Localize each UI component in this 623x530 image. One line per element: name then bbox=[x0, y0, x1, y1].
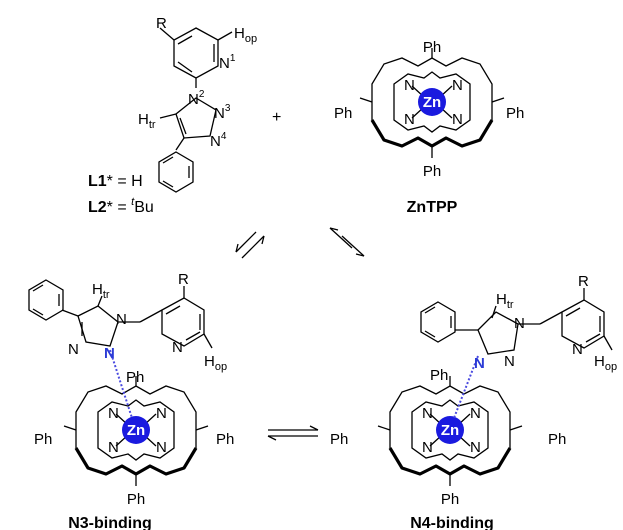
ligand-n2-label: N2 bbox=[188, 89, 205, 108]
ph-label-right-n4: Ph bbox=[548, 431, 566, 448]
n-label: N bbox=[470, 405, 481, 422]
zn-atom-zntpp bbox=[418, 88, 446, 116]
ligand-n1-label: N1 bbox=[219, 53, 236, 72]
triazole-n-label: N bbox=[116, 311, 127, 328]
zn-atom-n4 bbox=[436, 416, 464, 444]
n-label: N bbox=[156, 405, 167, 422]
n-label: N bbox=[404, 77, 415, 94]
n3-complex-structure bbox=[28, 279, 213, 488]
ph-label-right-n3: Ph bbox=[216, 431, 234, 448]
n-label: N bbox=[404, 111, 415, 128]
zn-atom-n3 bbox=[122, 416, 150, 444]
n4-complex-structure bbox=[376, 288, 613, 488]
ph-label-right: Ph bbox=[506, 105, 524, 122]
zntpp-name: ZnTPP bbox=[407, 199, 458, 216]
ph-label-top-n4: Ph bbox=[430, 367, 448, 384]
zn-label-n4: Zn bbox=[441, 422, 459, 439]
n3-coordinating-label: N bbox=[104, 345, 115, 362]
n-label: N bbox=[452, 111, 463, 128]
triazole-n-label: N bbox=[68, 341, 79, 358]
ph-label-bottom-n4: Ph bbox=[441, 491, 459, 508]
ph-label-left: Ph bbox=[334, 105, 352, 122]
ligand-h-op-label: Hop bbox=[234, 25, 257, 45]
zn-label-zntpp: Zn bbox=[423, 94, 441, 111]
n3-binding-caption: N3-binding bbox=[68, 515, 152, 530]
equilibrium-arrow-left bbox=[235, 231, 265, 259]
triazole-n-label: N bbox=[514, 315, 525, 332]
equilibrium-arrow-right bbox=[329, 227, 365, 257]
n-label: N bbox=[108, 439, 119, 456]
l2-label: L2* = tBu bbox=[88, 196, 154, 216]
n4-binding-caption: N4-binding bbox=[410, 515, 494, 530]
ligand-structure bbox=[158, 27, 233, 193]
h-op-label-n3: Hop bbox=[204, 353, 227, 373]
ligand-r-label: R bbox=[156, 15, 167, 32]
ph-label-top-n3: Ph bbox=[126, 369, 144, 386]
triazole-n-label: N bbox=[504, 353, 515, 370]
ph-label-bottom-n3: Ph bbox=[127, 491, 145, 508]
ph-label-top: Ph bbox=[423, 39, 441, 56]
zntpp-structure bbox=[358, 46, 506, 160]
r-label-n4: R bbox=[578, 273, 589, 290]
ligand-h-tr-label: Htr bbox=[138, 111, 156, 131]
ligand-n3-label: N3 bbox=[214, 103, 231, 122]
r-label-n3: R bbox=[178, 271, 189, 288]
ph-label-bottom: Ph bbox=[423, 163, 441, 180]
n-label: N bbox=[470, 439, 481, 456]
plus-sign: + bbox=[272, 109, 281, 126]
n-label: N bbox=[422, 439, 433, 456]
h-tr-label-n3: Htr bbox=[92, 281, 110, 301]
n-label: N bbox=[156, 439, 167, 456]
equilibrium-arrow-bottom bbox=[267, 425, 319, 441]
h-op-label-n4: Hop bbox=[594, 353, 617, 373]
n-label: N bbox=[108, 405, 119, 422]
ph-label-left-n3: Ph bbox=[34, 431, 52, 448]
ligand-n4-label: N4 bbox=[210, 131, 227, 150]
l1-label: L1* = H bbox=[88, 173, 143, 190]
n-label: N bbox=[452, 77, 463, 94]
ph-label-left-n4: Ph bbox=[330, 431, 348, 448]
n-label: N bbox=[422, 405, 433, 422]
pyridine-n-label: N bbox=[572, 341, 583, 358]
n4-coordinating-label: N bbox=[474, 355, 485, 372]
pyridine-n-label: N bbox=[172, 339, 183, 356]
zn-label-n3: Zn bbox=[127, 422, 145, 439]
h-tr-label-n4: Htr bbox=[496, 291, 514, 311]
